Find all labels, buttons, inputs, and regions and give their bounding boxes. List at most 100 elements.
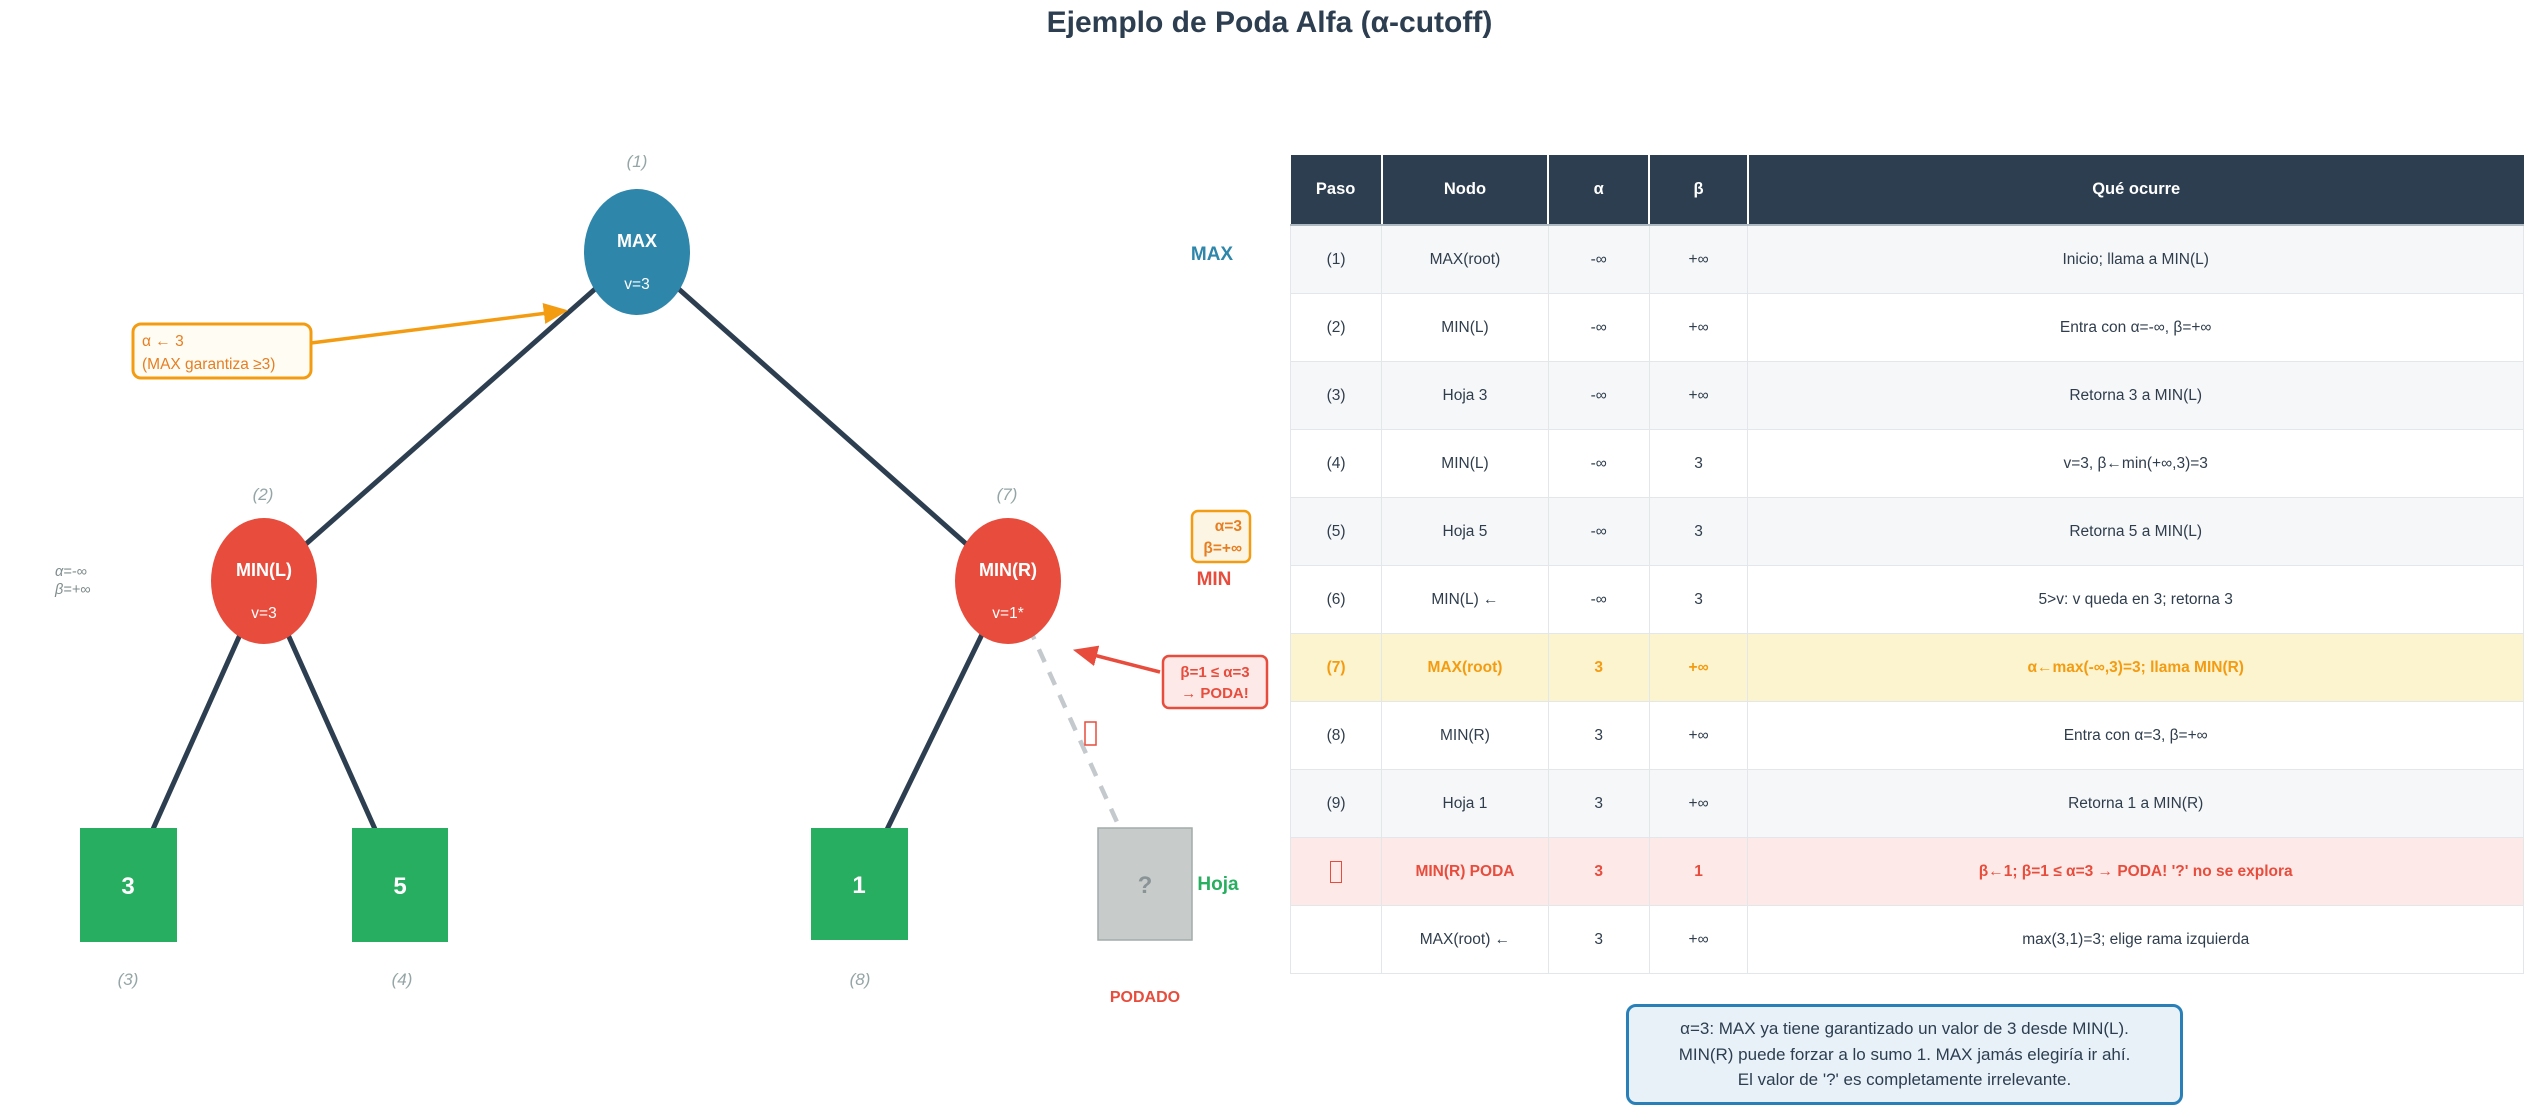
level-label-hoja: Hoja [1197,874,1239,895]
header-paso: Paso [1290,155,1383,226]
cell-beta: +∞ [1648,633,1749,702]
step-label-leaf1: (8) [850,970,871,989]
minl-alpha-param: α=-∞ [55,564,87,580]
minl-beta-param: β=+∞ [54,582,91,598]
leaf-3 [80,828,177,942]
step-label-root: (1) [627,152,648,171]
minr-params-box [1190,509,1252,564]
step-label-leaf5: (4) [392,970,413,989]
cell-paso: (6) [1289,565,1383,634]
cell-paso: (8) [1289,701,1383,770]
node-min-right [955,518,1061,644]
cell-nodo: MAX(root) [1381,633,1549,702]
leaf-1 [811,828,908,940]
poda-note-box [1161,654,1269,710]
table-row: (1)MAX(root)-∞+∞Inicio; llama a MIN(L) [1289,224,2524,294]
cell-paso: (9) [1289,769,1383,838]
cell-desc: Retorna 1 a MIN(R) [1747,769,2524,838]
cell-paso: (4) [1289,429,1383,498]
node-max-root [584,189,690,315]
cell-paso: (2) [1289,293,1383,362]
cell-desc: max(3,1)=3; elige rama izquierda [1747,905,2524,974]
poda-note-arrow [1072,645,1161,674]
pruned-status-label: PODADO [1110,989,1180,1006]
cell-beta: 3 [1648,497,1749,566]
cell-alpha: 3 [1547,769,1650,838]
poda-note-line1: β=1 ≤ α=3 [1180,664,1249,681]
cell-alpha: -∞ [1547,565,1650,634]
cell-beta: 3 [1648,429,1749,498]
cell-desc: Entra con α=-∞, β=+∞ [1747,293,2524,362]
node-min-right-value: v=1* [992,605,1023,622]
leaf-5-value: 5 [393,873,406,900]
cell-alpha: -∞ [1547,497,1650,566]
cell-desc: 5>v: v queda en 3; retorna 3 [1747,565,2524,634]
scissors-missing-glyph-icon [1084,721,1097,746]
cell-beta: +∞ [1648,701,1749,770]
node-max-root-label: MAX [617,231,657,251]
leaf-3-value: 3 [121,873,134,900]
note-line1: α=3: MAX ya tiene garantizado un valor d… [1680,1019,2129,1038]
cell-alpha: -∞ [1547,429,1650,498]
cell-alpha: 3 [1547,701,1650,770]
cell-nodo: Hoja 1 [1381,769,1549,838]
cell-desc: α←max(-∞,3)=3; llama MIN(R) [1747,633,2524,702]
cell-desc: Inicio; llama a MIN(L) [1747,224,2524,294]
step-label-minl: (2) [253,485,274,504]
steps-table-body: (1)MAX(root)-∞+∞Inicio; llama a MIN(L)(2… [1289,224,2524,974]
step-label-minr: (7) [997,485,1018,504]
cell-alpha: -∞ [1547,224,1650,294]
leaf-1-value: 1 [852,872,865,899]
node-max-root-value: v=3 [624,276,649,293]
alpha-note-line1: α ← 3 [142,333,184,350]
alpha-note-line2: (MAX garantiza ≥3) [142,356,275,373]
cell-nodo: MIN(L) [1381,293,1549,362]
header-beta: β [1649,155,1749,226]
minr-alpha-param: α=3 [1215,518,1243,535]
cell-nodo: MAX(root) [1381,224,1549,294]
edge-root-minl [262,250,639,583]
cell-nodo: Hoja 3 [1381,361,1549,430]
alpha-note-box [131,322,313,380]
cell-desc: v=3, β←min(+∞,3)=3 [1747,429,2524,498]
table-row: (2)MIN(L)-∞+∞Entra con α=-∞, β=+∞ [1289,293,2524,362]
cell-paso [1289,837,1383,906]
explanation-note: α=3: MAX ya tiene garantizado un valor d… [1626,1004,2183,1105]
page-title: Ejemplo de Poda Alfa (α-cutoff) [1046,6,1493,39]
step-label-leaf3: (3) [118,970,139,989]
cell-alpha: 3 [1547,633,1650,702]
table-row: (8)MIN(R)3+∞Entra con α=3, β=+∞ [1289,701,2524,770]
minr-beta-param: β=+∞ [1203,540,1242,557]
table-row: MAX(root) ←3+∞max(3,1)=3; elige rama izq… [1289,905,2524,974]
level-label-max: MAX [1191,244,1234,265]
cell-paso: (7) [1289,633,1383,702]
node-min-left-label: MIN(L) [236,560,292,580]
cell-nodo: Hoja 5 [1381,497,1549,566]
poda-note-line2: → PODA! [1181,685,1249,702]
cell-paso: (1) [1289,224,1383,294]
header-que-ocurre: Qué ocurre [1747,155,2524,226]
edge-root-minr [635,250,1010,583]
cell-alpha: -∞ [1547,293,1650,362]
alpha-note-arrow [310,303,569,345]
node-min-right-label: MIN(R) [979,560,1037,580]
header-nodo: Nodo [1381,155,1550,226]
cell-desc: Retorna 3 a MIN(L) [1747,361,2524,430]
note-line3: El valor de '?' es completamente irrelev… [1737,1070,2072,1089]
note-line2: MIN(R) puede forzar a lo sumo 1. MAX jam… [1678,1044,2131,1064]
cell-nodo: MIN(L) ← [1381,565,1549,634]
cell-beta: +∞ [1648,905,1749,974]
table-header-row: Paso Nodo α β Qué ocurre [1290,155,2524,226]
cell-paso: (3) [1289,361,1383,430]
cell-desc: β←1; β=1 ≤ α=3 → PODA! '?' no se explora [1747,837,2524,906]
leaf-5 [352,828,448,942]
node-min-left [211,518,317,644]
scissors-missing-glyph-icon [1330,860,1343,883]
cell-desc: Entra con α=3, β=+∞ [1747,701,2524,770]
cell-nodo: MAX(root) ← [1381,905,1549,974]
cell-alpha: -∞ [1547,361,1650,430]
